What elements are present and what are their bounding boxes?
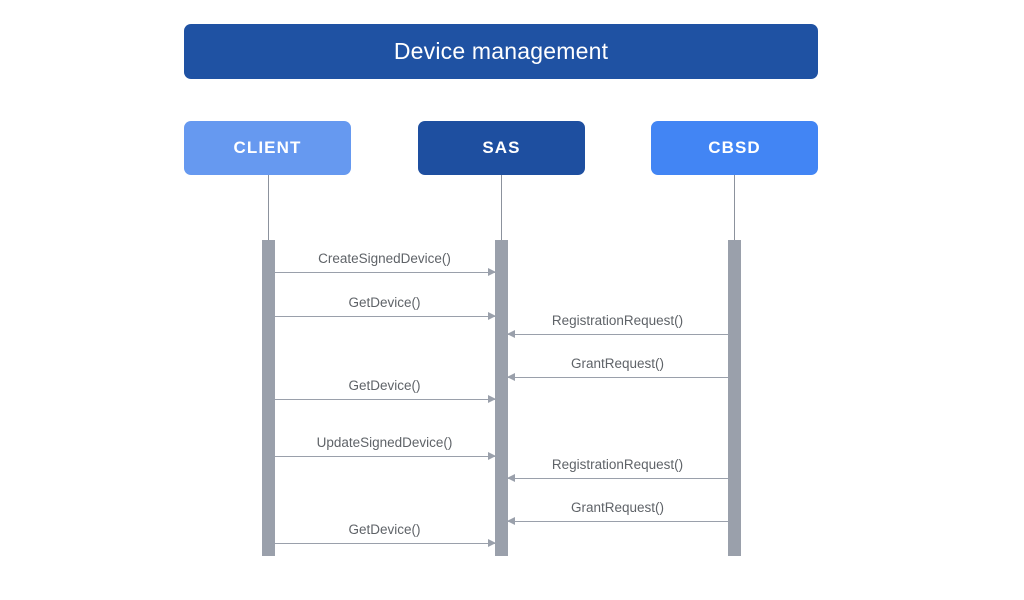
lifeline-cbsd bbox=[734, 175, 735, 241]
message-label: UpdateSignedDevice() bbox=[316, 435, 453, 450]
activation-bar-sas bbox=[495, 240, 508, 556]
participant-header-sas[interactable]: SAS bbox=[418, 121, 585, 175]
lifeline-client bbox=[268, 175, 269, 241]
arrow-head-icon bbox=[506, 373, 515, 381]
activation-bar-client bbox=[262, 240, 275, 556]
message-label: CreateSignedDevice() bbox=[318, 251, 451, 266]
arrow-head-icon bbox=[487, 268, 496, 276]
participant-header-client[interactable]: CLIENT bbox=[184, 121, 351, 175]
participant-label-client: CLIENT bbox=[233, 138, 302, 157]
message-label: RegistrationRequest() bbox=[551, 457, 684, 472]
message-line bbox=[507, 377, 728, 378]
arrow-head-icon bbox=[506, 517, 515, 525]
message-label: GrantRequest() bbox=[570, 356, 665, 371]
arrow-head-icon bbox=[487, 395, 496, 403]
message-label: GrantRequest() bbox=[570, 500, 665, 515]
lifeline-sas bbox=[501, 175, 502, 241]
message-line bbox=[274, 272, 495, 273]
message-line bbox=[507, 521, 728, 522]
message-line bbox=[507, 478, 728, 479]
message-label: GetDevice() bbox=[348, 295, 421, 310]
message-line bbox=[274, 543, 495, 544]
diagram-title-bar: Device management bbox=[184, 24, 818, 79]
message-line bbox=[274, 456, 495, 457]
arrow-head-icon bbox=[487, 539, 496, 547]
message-label: GetDevice() bbox=[348, 378, 421, 393]
participant-header-cbsd[interactable]: CBSD bbox=[651, 121, 818, 175]
participant-label-sas: SAS bbox=[482, 138, 521, 157]
arrow-head-icon bbox=[506, 330, 515, 338]
participant-label-cbsd: CBSD bbox=[708, 138, 761, 157]
arrow-head-icon bbox=[506, 474, 515, 482]
message-label: RegistrationRequest() bbox=[551, 313, 684, 328]
page-title: Device management bbox=[393, 38, 609, 64]
message-label: GetDevice() bbox=[348, 522, 421, 537]
message-line bbox=[507, 334, 728, 335]
activation-bar-cbsd bbox=[728, 240, 741, 556]
message-line bbox=[274, 399, 495, 400]
message-line bbox=[274, 316, 495, 317]
arrow-head-icon bbox=[487, 452, 496, 460]
arrow-head-icon bbox=[487, 312, 496, 320]
